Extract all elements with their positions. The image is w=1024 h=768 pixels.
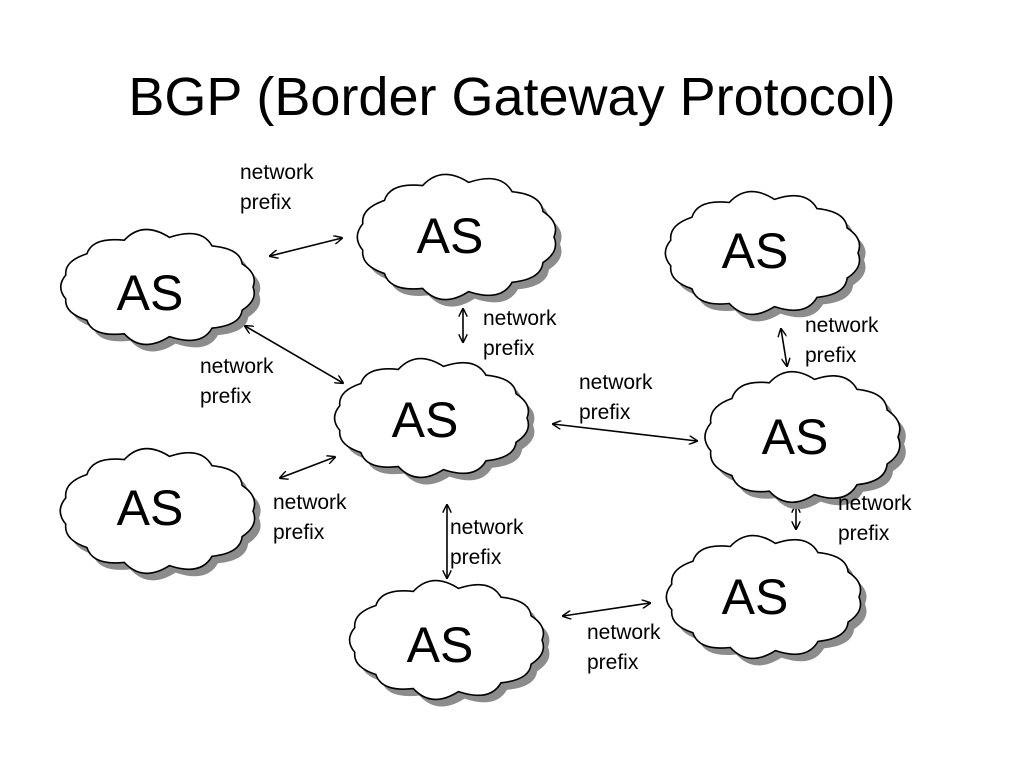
edge-label-line1: network xyxy=(579,371,653,394)
edge-label-line2: prefix xyxy=(200,385,252,408)
cloud-shape xyxy=(348,579,545,701)
edge-label-line2: prefix xyxy=(579,401,631,424)
edge-label-line2: prefix xyxy=(587,651,639,674)
edge-label-as-bottom-left-to-as-center: network prefix xyxy=(273,491,347,544)
edge-label-line1: network xyxy=(587,621,661,644)
arrow-as-top-left-to-as-center xyxy=(245,326,343,383)
cloud-shape xyxy=(356,173,557,301)
edge-label-line2: prefix xyxy=(838,522,890,545)
arrow-as-bottom-center-to-as-bottom-right xyxy=(563,603,650,616)
cloud-shape xyxy=(333,357,530,479)
as-label-as-center: AS xyxy=(392,392,459,448)
cloud-as-bottom-center: AS xyxy=(348,579,550,707)
cloud-as-right: AS xyxy=(704,371,906,510)
edge-label-as-right-to-as-bottom-right: network prefix xyxy=(838,492,912,545)
cloud-shape xyxy=(59,447,256,575)
as-label-as-right: AS xyxy=(762,409,829,465)
cloud-as-top-right: AS xyxy=(664,190,866,322)
arrow-as-center-to-as-right xyxy=(553,424,697,441)
arrow-as-bottom-left-to-as-center xyxy=(280,457,335,478)
edge-label-line1: network xyxy=(273,491,347,514)
edge-label-as-top-left-to-as-top-center: network prefix xyxy=(240,161,314,214)
as-label-as-top-center: AS xyxy=(417,208,484,264)
arrow-as-top-right-to-as-right xyxy=(781,329,787,366)
clouds-layer: AS AS AS AS AS AS AS AS xyxy=(59,173,906,707)
as-label-as-top-right: AS xyxy=(722,223,789,279)
as-label-as-bottom-right: AS xyxy=(722,569,789,625)
as-label-as-bottom-left: AS xyxy=(117,480,184,536)
edge-label-as-top-left-to-as-center: network prefix xyxy=(200,355,274,408)
edge-label-line2: prefix xyxy=(240,191,292,214)
edge-label-as-center-to-as-bottom-center: network prefix xyxy=(450,516,524,569)
edge-label-line1: network xyxy=(200,355,274,378)
edge-label-line1: network xyxy=(805,314,879,337)
cloud-shape xyxy=(59,228,256,346)
cloud-shape xyxy=(665,534,862,660)
edge-label-as-top-center-to-as-center: network prefix xyxy=(483,307,557,360)
cloud-shape xyxy=(664,190,861,316)
edge-label-line1: network xyxy=(838,492,912,515)
edge-label-line1: network xyxy=(450,516,524,539)
arrow-as-top-left-to-as-top-center xyxy=(270,238,342,256)
cloud-as-top-center: AS xyxy=(356,173,562,307)
cloud-as-center: AS xyxy=(333,357,535,485)
as-label-as-bottom-center: AS xyxy=(407,617,474,673)
edge-label-line2: prefix xyxy=(273,521,325,544)
edge-label-as-top-right-to-as-right: network prefix xyxy=(805,314,879,367)
edge-label-line1: network xyxy=(240,161,314,184)
cloud-shape xyxy=(704,371,901,503)
edge-label-as-bottom-center-to-as-bottom-right: network prefix xyxy=(587,621,661,674)
edge-label-line1: network xyxy=(483,307,557,330)
slide-title: BGP (Border Gateway Protocol) xyxy=(128,67,896,127)
cloud-as-top-left: AS xyxy=(59,228,261,352)
as-label-as-top-left: AS xyxy=(117,265,184,321)
edge-label-line2: prefix xyxy=(450,546,502,569)
edge-label-line2: prefix xyxy=(805,344,857,367)
edge-label-line2: prefix xyxy=(483,337,535,360)
cloud-as-bottom-right: AS xyxy=(665,534,867,666)
edge-label-as-center-to-as-right: network prefix xyxy=(579,371,653,424)
cloud-as-bottom-left: AS xyxy=(59,447,261,581)
